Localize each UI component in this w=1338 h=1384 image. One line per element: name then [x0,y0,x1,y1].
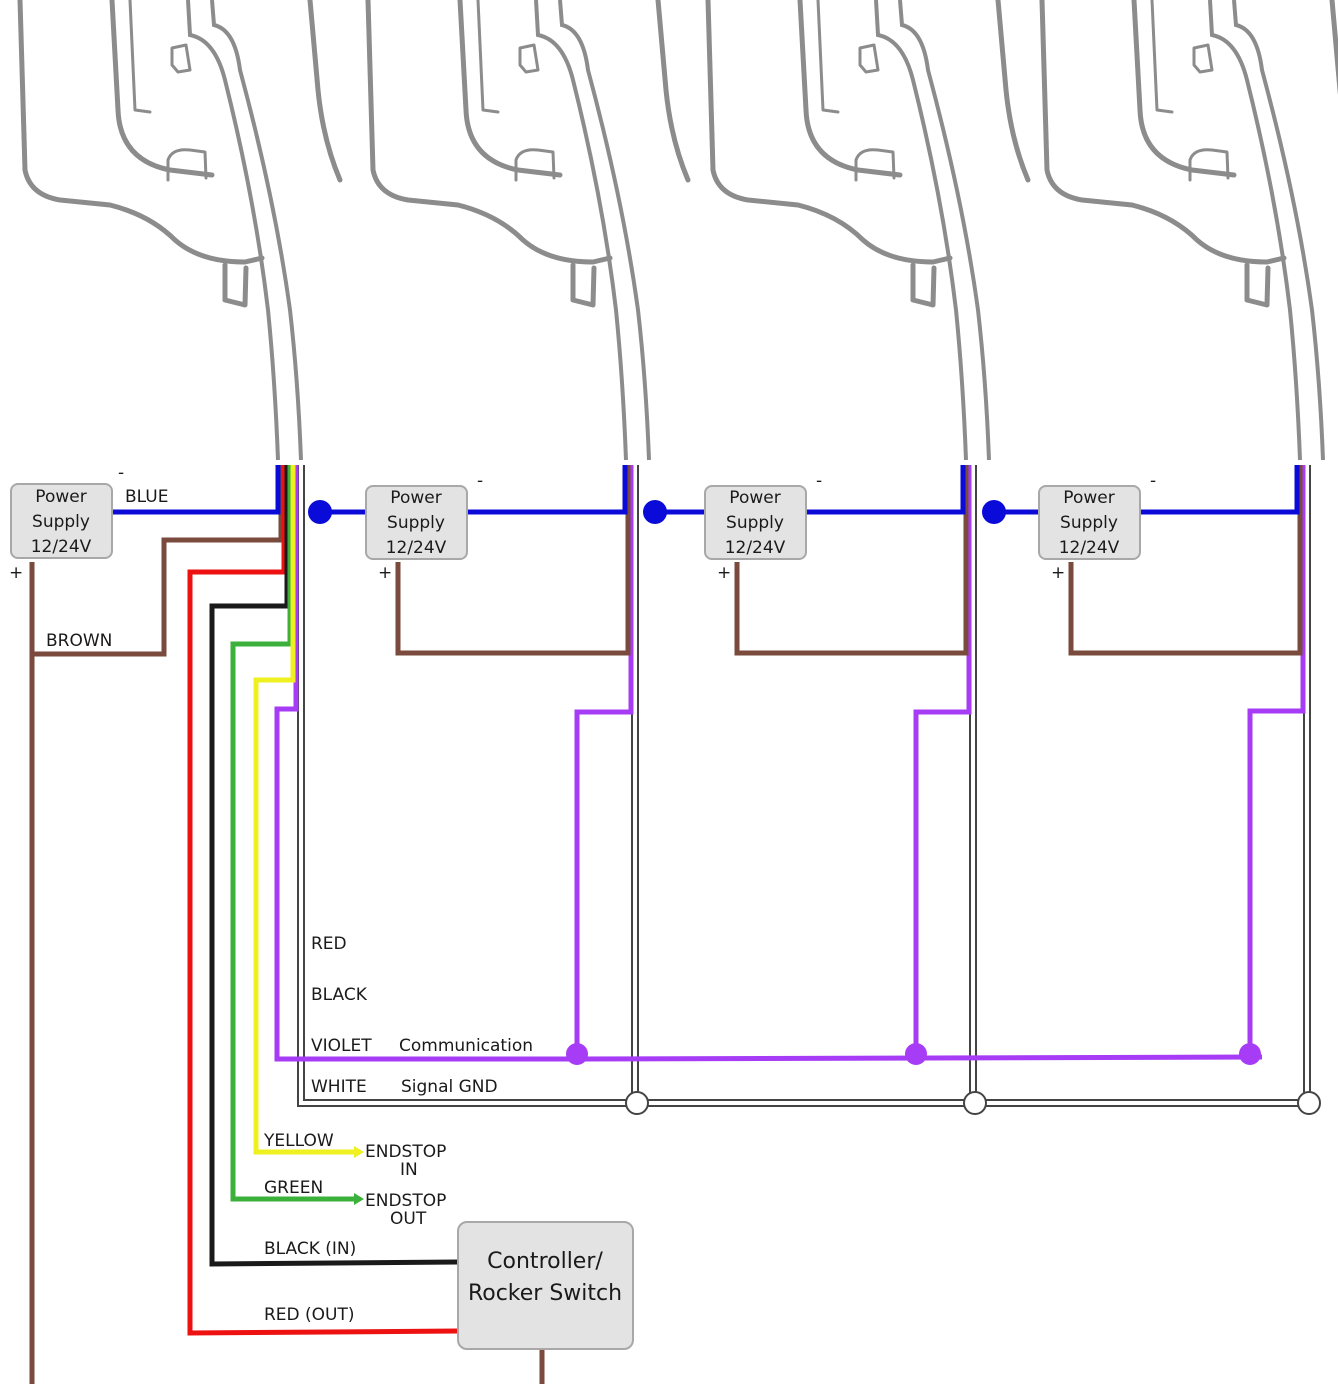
svg-text:Supply: Supply [1060,513,1118,533]
minus-sign: - [816,471,822,491]
svg-text:12/24V: 12/24V [31,537,92,557]
svg-text:Controller/: Controller/ [487,1249,603,1274]
endstop-in-sub: IN [400,1160,418,1180]
svg-text:12/24V: 12/24V [386,538,447,558]
power-supply-3: Power Supply 12/24V - + [704,471,822,583]
brown-supply-wires [395,465,1303,1384]
blue-junction-2 [643,500,667,524]
label-red-out: RED (OUT) [264,1305,355,1325]
label-black-in: BLACK (IN) [264,1239,356,1259]
label-signal-gnd: Signal GND [401,1077,498,1097]
endstop-out-label: ENDSTOP [365,1191,446,1211]
minus-sign: - [1150,471,1156,491]
plus-sign: + [9,563,23,583]
power-supply-2: Power Supply 12/24V - + [365,471,483,583]
actuator-1-wires [29,465,459,1384]
svg-text:12/24V: 12/24V [1059,538,1120,558]
minus-sign: - [118,463,124,483]
actuator-housing-3 [708,0,1028,460]
endstop-in-arrow [354,1146,364,1158]
svg-text:Power: Power [1063,488,1114,508]
blue-junction-1 [308,500,332,524]
label-communication: Communication [399,1036,533,1056]
violet-junction-1 [566,1043,588,1065]
violet-junction-3 [1239,1043,1261,1065]
blue-negative-wires [308,465,1300,524]
minus-sign: - [477,471,483,491]
label-brown: BROWN [46,631,112,651]
actuator-housing-2 [368,0,688,460]
endstop-labels: ENDSTOP IN ENDSTOP OUT [365,1142,446,1229]
svg-text:Supply: Supply [726,513,784,533]
white-signal-gnd-wires [297,465,1311,1107]
blue-junction-3 [982,500,1006,524]
plus-sign: + [717,563,731,583]
gnd-junctions [625,1091,1321,1115]
endstop-out-arrow [354,1193,364,1205]
endstop-out-sub: OUT [390,1209,427,1229]
endstop-in-label: ENDSTOP [365,1142,446,1162]
svg-text:Power: Power [729,488,780,508]
power-supply-4: Power Supply 12/24V - + [1038,471,1156,583]
actuator-housing-4 [1042,0,1338,460]
plus-sign: + [1051,563,1065,583]
gnd-junction-3 [1297,1091,1321,1115]
svg-text:Supply: Supply [32,512,90,532]
gnd-junction-2 [963,1091,987,1115]
svg-text:Power: Power [390,488,441,508]
gnd-junction-1 [625,1091,649,1115]
plus-sign: + [378,563,392,583]
svg-text:Supply: Supply [387,513,445,533]
violet-communication-wires [274,465,1306,1065]
controller-rocker-switch: Controller/ Rocker Switch [457,1221,634,1350]
label-green: GREEN [264,1178,323,1198]
actuator-housing-1 [20,0,340,460]
label-white: WHITE [311,1077,367,1097]
violet-junction-2 [905,1043,927,1065]
wire-labels: BLUE BROWN RED BLACK VIOLET Communicatio… [46,487,533,1325]
svg-text:Rocker Switch: Rocker Switch [468,1281,622,1306]
label-violet: VIOLET [311,1036,372,1056]
label-yellow: YELLOW [263,1131,334,1151]
label-black: BLACK [311,985,368,1005]
label-blue: BLUE [125,487,168,507]
svg-text:12/24V: 12/24V [725,538,786,558]
label-red: RED [311,934,347,954]
svg-text:Power: Power [35,487,86,507]
power-supply-1: Power Supply 12/24V - + [9,463,124,583]
